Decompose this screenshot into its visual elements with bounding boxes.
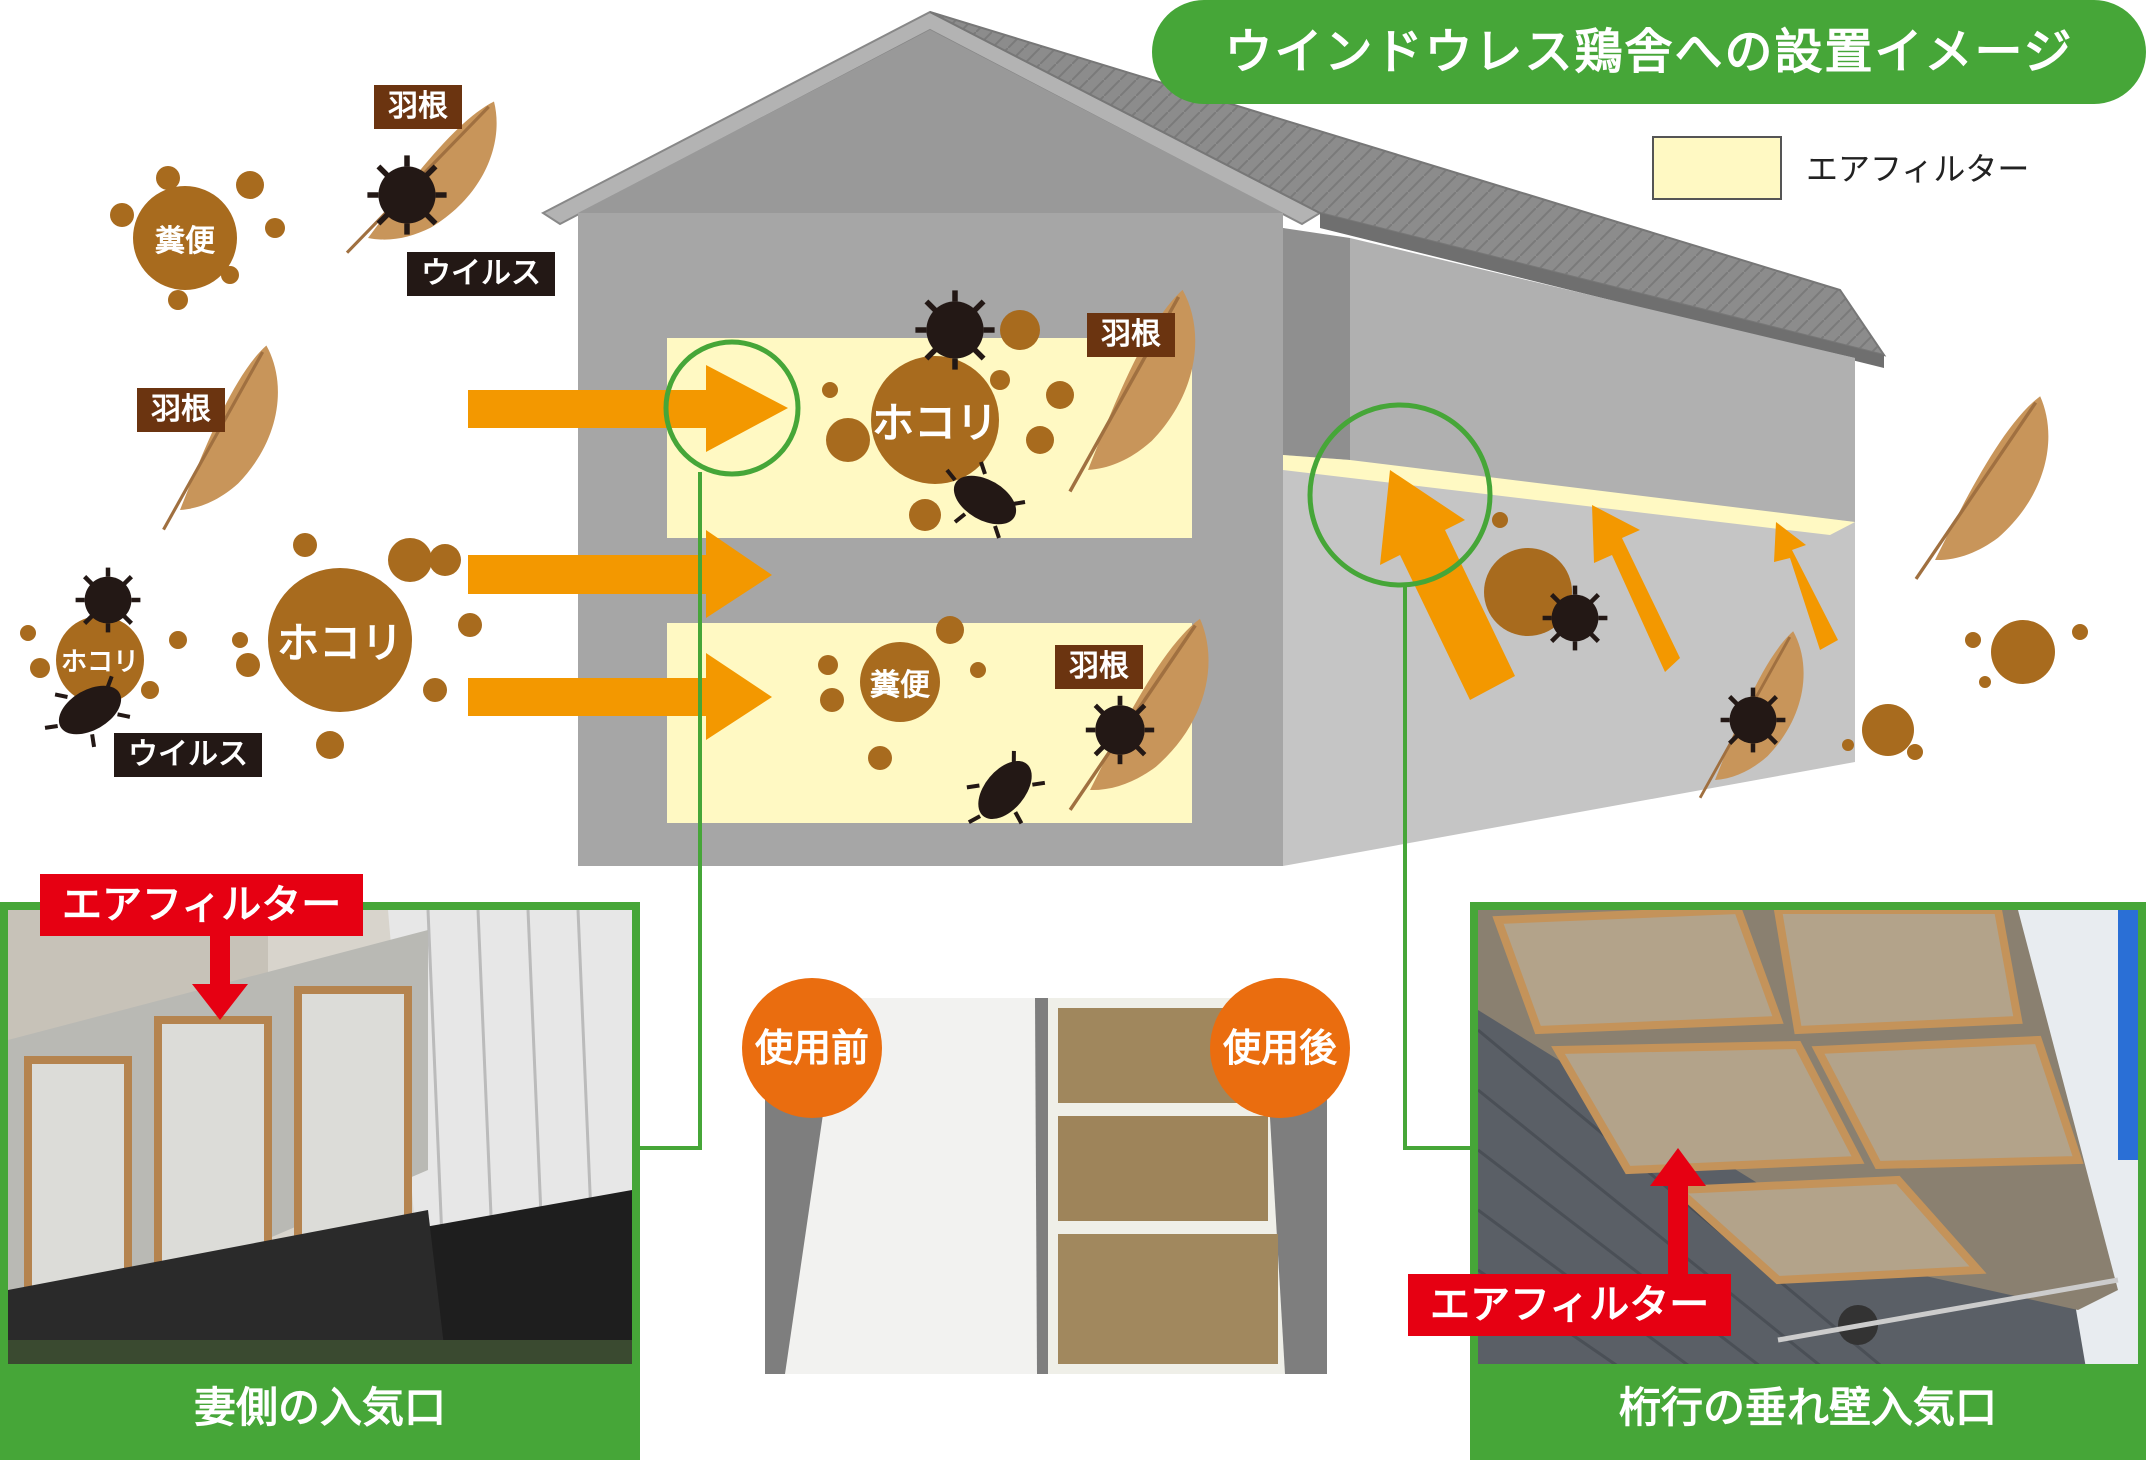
virus-tag: ウイルス [114, 733, 262, 777]
page-title: ウインドウレス鶏舎への設置イメージ [1152, 0, 2146, 104]
gable-inlet-caption: 妻側の入気口 [8, 1364, 632, 1452]
dust-label: ホコリ [276, 618, 404, 668]
filter-comparison-image [765, 998, 1327, 1374]
callout-circle-gable [663, 339, 801, 477]
feather-tag: 羽根 [374, 85, 462, 129]
eave-inlet-photo: 桁行の垂れ壁入気口 [1470, 902, 2146, 1460]
callout-circle-eave [1307, 402, 1493, 588]
dust-icon [20, 166, 2088, 770]
eave-filter-label: エアフィルター [1408, 1274, 1732, 1336]
dust-label: ホコリ [60, 647, 140, 678]
gable-filter-label: エアフィルター [40, 874, 364, 936]
feces-label: 糞便 [870, 668, 930, 703]
eave-inlet-caption: 桁行の垂れ壁入気口 [1478, 1364, 2138, 1452]
before-badge: 使用前 [742, 978, 882, 1118]
feces-label: 糞便 [155, 224, 215, 259]
eave-inlet-image [1478, 910, 2138, 1380]
legend-swatch [1652, 136, 1782, 200]
after-badge: 使用後 [1210, 978, 1350, 1118]
airflow-arrows-gable [468, 365, 788, 740]
virus-tag: ウイルス [407, 252, 555, 296]
feather-tag: 羽根 [1055, 645, 1143, 689]
gable-inlet-photo: 妻側の入気口 [0, 902, 640, 1460]
legend-label: エアフィルター [1806, 150, 2030, 188]
gable-inlet-image [8, 910, 632, 1380]
filter-comparison-photo [765, 998, 1327, 1374]
airflow-arrows-side [1380, 470, 1838, 700]
arrow-icon [1650, 1148, 1706, 1293]
eave-filter [1283, 455, 1855, 535]
feather-tag: 羽根 [1087, 313, 1175, 357]
dust-label: ホコリ [871, 398, 999, 448]
feather-tag: 羽根 [137, 388, 225, 432]
arrow-icon [192, 936, 248, 1020]
